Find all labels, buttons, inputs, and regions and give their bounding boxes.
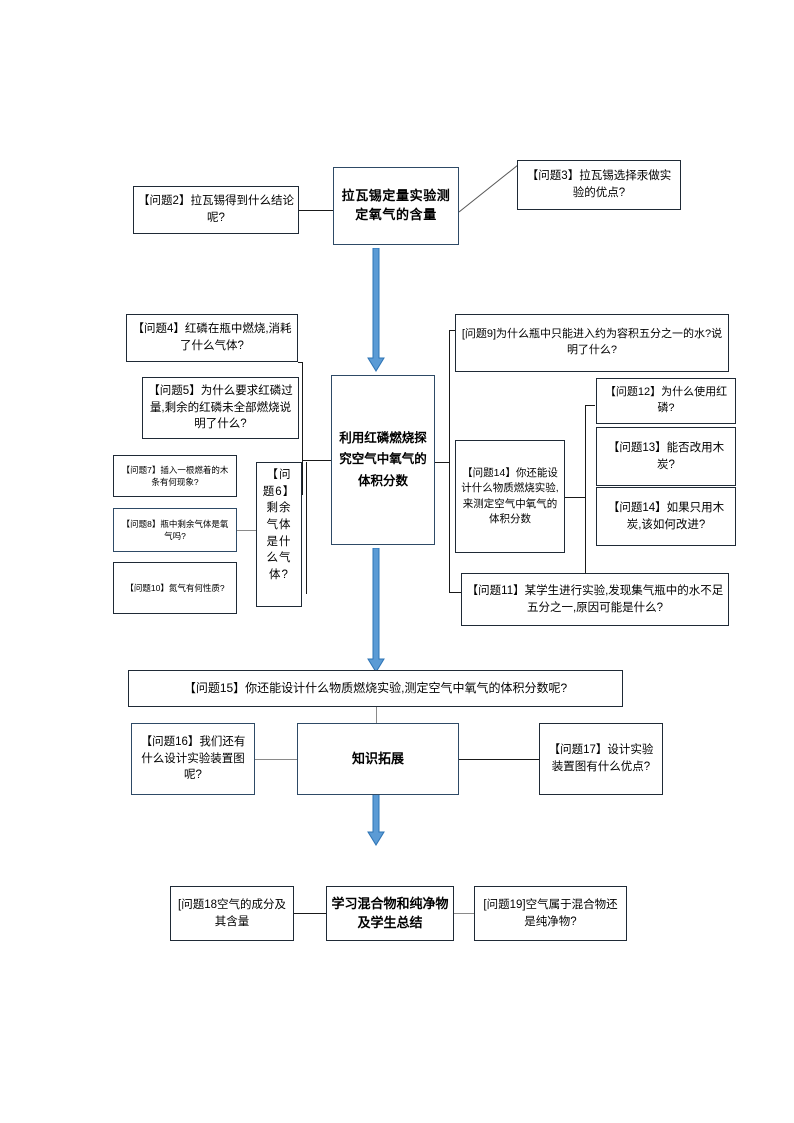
node-q14a-label: 【问题14】你还能设计什么物质燃烧实验,来测定空气中氧气的体积分数 (461, 467, 559, 525)
node-q5-label: 【问题5】为什么要求红磷过量,剩余的红磷未全部燃烧说明了什么? (148, 384, 293, 431)
connector-main3-q17 (459, 759, 539, 760)
node-main2[interactable]: 利用红磷燃烧探究空气中氧气的体积分数 (331, 375, 435, 545)
node-main1[interactable]: 拉瓦锡定量实验测定氧气的含量 (333, 167, 459, 245)
node-q4[interactable]: 【问题4】红磷在瓶中燃烧,消耗了什么气体? (126, 314, 298, 362)
node-q17-label: 【问题17】设计实验装置图有什么优点? (548, 744, 654, 773)
node-q14b-label: 【问题14】如果只用木炭,该如何改进? (607, 501, 725, 531)
node-main3[interactable]: 知识拓展 (297, 723, 459, 795)
node-main3-label: 知识拓展 (351, 750, 404, 766)
node-q4-label: 【问题4】红磷在瓶中燃烧,消耗了什么气体? (132, 323, 292, 352)
connector-q18-main4 (294, 913, 326, 914)
node-q14a[interactable]: 【问题14】你还能设计什么物质燃烧实验,来测定空气中氧气的体积分数 (455, 440, 565, 553)
arrow-main3-to-main4 (367, 790, 385, 846)
node-q11-label: 【问题11】某学生进行实验,发现集气瓶中的水不足五分之一,原因可能是什么? (466, 584, 724, 614)
node-q10-label: 【问题10】氮气有何性质? (125, 582, 225, 593)
connector-sub-spine (585, 405, 586, 600)
connector-main4-q19 (454, 913, 474, 914)
node-q17[interactable]: 【问题17】设计实验装置图有什么优点? (539, 723, 663, 795)
node-q6-label: 【问题6】剩余气体是什么气体? (262, 469, 296, 582)
node-q8[interactable]: 【问题8】瓶中剩余气体是氧气吗? (113, 508, 237, 552)
node-q16[interactable]: 【问题16】我们还有什么设计实验装置图呢? (131, 723, 255, 795)
node-q14b[interactable]: 【问题14】如果只用木炭,该如何改进? (596, 487, 736, 546)
node-q15-label: 【问题15】你还能设计什么物质燃烧实验,测定空气中氧气的体积分数呢? (183, 680, 568, 695)
arrow-main2-to-q15 (367, 548, 385, 673)
connector-q4-spine (298, 362, 303, 363)
connector-q16-main3 (255, 759, 297, 760)
node-main4[interactable]: 学习混合物和纯净物及学生总结 (326, 886, 454, 941)
node-q7[interactable]: 【问题7】插入一根燃着的木条有何现象? (113, 455, 237, 497)
node-q12-label: 【问题12】为什么使用红磷? (604, 386, 728, 414)
connector-right-spine (449, 330, 450, 592)
connector-q6-right-spine (306, 462, 307, 594)
node-q8-label: 【问题8】瓶中剩余气体是氧气吗? (121, 518, 229, 541)
connector-spine-q11 (449, 592, 461, 593)
node-main2-label: 利用红磷燃烧探究空气中氧气的体积分数 (339, 431, 427, 488)
connector-q14a-subspine (565, 497, 585, 498)
node-q15[interactable]: 【问题15】你还能设计什么物质燃烧实验,测定空气中氧气的体积分数呢? (128, 670, 623, 707)
node-main1-label: 拉瓦锡定量实验测定氧气的含量 (341, 188, 451, 222)
connector-q8-q6 (237, 530, 256, 531)
node-q2[interactable]: 【问题2】拉瓦锡得到什么结论呢? (133, 186, 299, 234)
node-q13-label: 【问题13】能否改用木炭? (607, 441, 725, 471)
node-q12[interactable]: 【问题12】为什么使用红磷? (596, 378, 736, 424)
connector-q2-main1 (299, 210, 333, 211)
node-q19[interactable]: [问题19]空气属于混合物还是纯净物? (474, 886, 627, 941)
node-q13[interactable]: 【问题13】能否改用木炭? (596, 427, 736, 486)
node-q3[interactable]: 【问题3】拉瓦锡选择汞做实验的优点? (517, 160, 681, 210)
node-q9[interactable]: [问题9]为什么瓶中只能进入约为容积五分之一的水?说明了什么? (455, 314, 729, 372)
node-q7-label: 【问题7】插入一根燃着的木条有何现象? (121, 464, 229, 487)
node-q2-label: 【问题2】拉瓦锡得到什么结论呢? (138, 195, 294, 224)
node-q11[interactable]: 【问题11】某学生进行实验,发现集气瓶中的水不足五分之一,原因可能是什么? (461, 573, 729, 626)
connector-q6-main2 (302, 460, 333, 461)
node-q9-label: [问题9]为什么瓶中只能进入约为容积五分之一的水?说明了什么? (461, 328, 723, 356)
connector-main1-q3 (458, 164, 519, 213)
node-main4-label: 学习混合物和纯净物及学生总结 (331, 895, 449, 930)
node-q10[interactable]: 【问题10】氮气有何性质? (113, 562, 237, 614)
node-q6[interactable]: 【问题6】剩余气体是什么气体? (256, 462, 302, 607)
connector-subspine-q12 (585, 405, 595, 406)
node-q18[interactable]: [问题18空气的成分及其含量 (170, 886, 294, 941)
connector-left-spine (302, 362, 303, 495)
node-q16-label: 【问题16】我们还有什么设计实验装置图呢? (140, 735, 246, 782)
node-q18-label: [问题18空气的成分及其含量 (178, 898, 286, 928)
arrow-main1-to-main2 (367, 248, 385, 372)
node-q3-label: 【问题3】拉瓦锡选择汞做实验的优点? (526, 170, 672, 199)
connector-spine-q9 (449, 330, 459, 331)
connector-main2-rightspine (435, 462, 449, 463)
node-q19-label: [问题19]空气属于混合物还是纯净物? (483, 898, 618, 928)
node-q5[interactable]: 【问题5】为什么要求红磷过量,剩余的红磷未全部燃烧说明了什么? (142, 377, 299, 439)
